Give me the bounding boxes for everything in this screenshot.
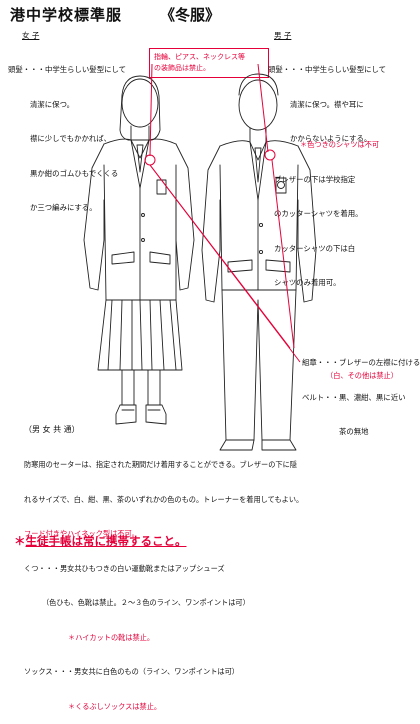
female-line: か三つ編みにする。 — [30, 203, 97, 212]
footer-marker: ＊ — [14, 534, 26, 548]
male-figure — [201, 73, 317, 451]
accessory-line: の装飾品は禁止。 — [154, 64, 210, 72]
badge-belt-rules: 組章・・・ブレザーの左襟に付ける ベルト・・黒、濃紺、黒に近い 茶の無地 — [302, 334, 420, 449]
socks-line: ソックス・・・男女共に白色のもの（ライン、ワンポイントは可） — [24, 667, 239, 676]
male-line: シャツのみ着用可。 — [274, 278, 341, 287]
female-label: 女 子 — [22, 31, 40, 40]
shoes-line: （色ひも、色靴は禁止。２～３色のライン、ワンポイントは可） — [24, 598, 250, 607]
male-shirt-note: ＊色つきのシャツは不可 — [300, 140, 380, 149]
belt-color-note: （白、その他は禁止） — [326, 371, 398, 380]
male-line: のカッターシャツを着用。 — [274, 209, 363, 218]
socks-note: ＊くるぶしソックスは禁止。 — [68, 701, 162, 711]
female-line: 黒か紺のゴムひもでくくる — [30, 168, 119, 178]
female-line: 襟に少しでもかかれば、 — [30, 134, 112, 143]
badge-line: ベルト・・黒、濃紺、黒に近い — [302, 392, 406, 402]
male-line: ブレザーの下は学校指定 — [274, 174, 356, 184]
badge-line: 組章・・・ブレザーの左襟に付ける — [302, 358, 420, 367]
season-label: 《冬服》 — [160, 6, 221, 24]
common-heading: （男 女 共 通） — [24, 425, 80, 434]
male-line: 頭髪・・・中学生らしい髪型にして — [268, 65, 387, 74]
female-line: 頭髪・・・中学生らしい髪型にして — [8, 65, 127, 74]
female-figure — [83, 75, 195, 425]
page-title: 港中学校標準服 — [10, 6, 123, 24]
uniform-illustration — [83, 63, 317, 451]
badge-line: 茶の無地 — [302, 427, 369, 436]
male-rules: 頭髪・・・中学生らしい髪型にして 清潔に保つ。襟や耳に かからないようにする。 … — [268, 41, 386, 300]
hood-note: フード付きやハイネック型は不可。 — [24, 529, 139, 538]
female-hair-rules: 頭髪・・・中学生らしい髪型にして 清潔に保つ。 襟に少しでもかかれば、 黒か紺の… — [8, 41, 126, 225]
male-line: かからないようにする。 — [290, 134, 372, 143]
sweater-line: 防寒用のセーターは、指定された期間だけ着用することができる。ブレザーの下に隠 — [24, 460, 297, 469]
footer-text: 生徒手帳は常に携帯すること。 — [25, 534, 187, 548]
sweater-line: れるサイズで、白、紺、黒、茶のいずれかの色のもの。トレーナーを着用してもよい。 — [24, 494, 304, 504]
highcut-note: ＊ハイカットの靴は禁止。 — [68, 632, 155, 642]
footer-notice: ＊生徒手帳は常に携帯すること。 — [14, 533, 187, 549]
male-label: 男 子 — [274, 31, 292, 40]
male-line: カッターシャツの下は白 — [274, 243, 356, 253]
common-rules: 防寒用のセーターは、指定された期間だけ着用することができる。ブレザーの下に隠 れ… — [24, 436, 303, 724]
accessory-line: 指輪、ピアス、ネックレス等 — [154, 53, 245, 61]
female-line: 清潔に保つ。 — [30, 99, 75, 109]
male-line: 清潔に保つ。襟や耳に — [290, 99, 364, 109]
accessory-notice: 指輪、ピアス、ネックレス等の装飾品は禁止。 — [149, 48, 269, 78]
shoes-line: くつ・・・男女共ひもつきの白い運動靴またはアップシューズ — [24, 563, 225, 573]
